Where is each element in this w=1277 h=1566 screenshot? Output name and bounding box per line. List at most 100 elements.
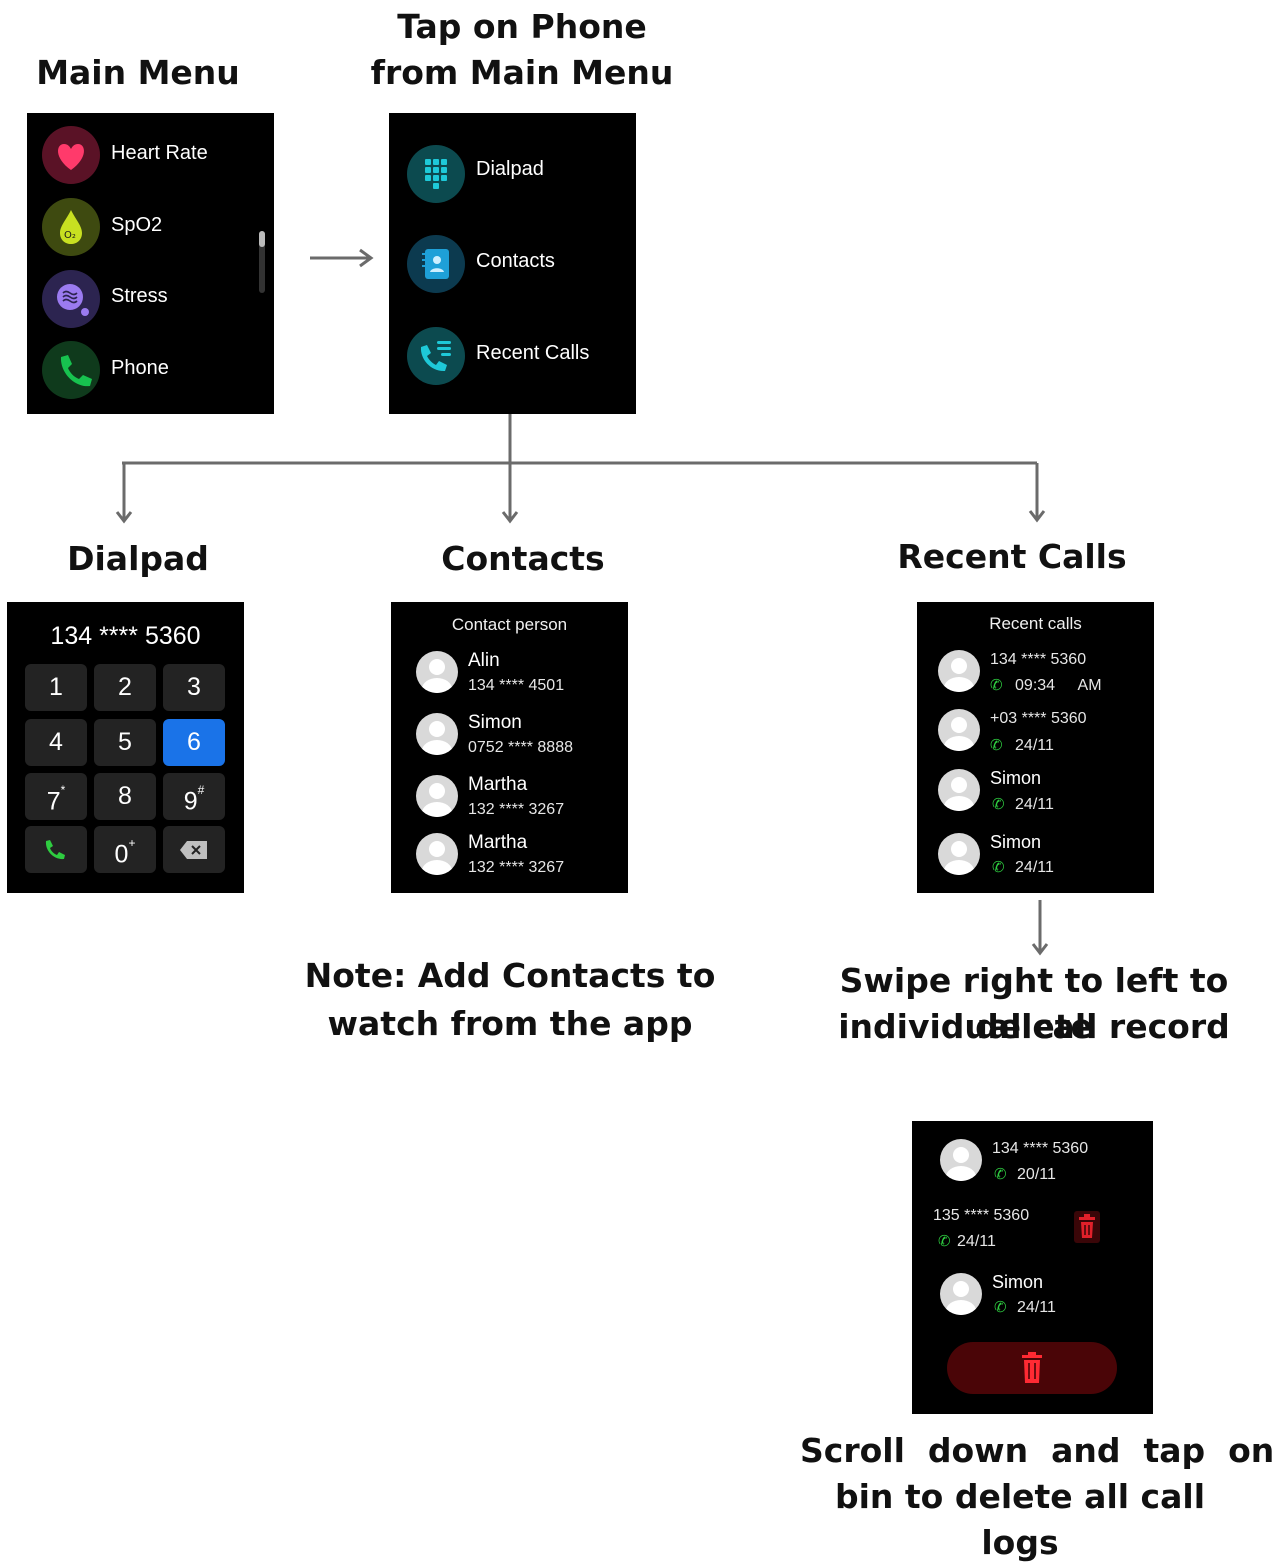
key-1[interactable]: 1: [25, 664, 87, 711]
backspace-icon: [180, 841, 207, 859]
backspace-button[interactable]: [163, 826, 225, 873]
swiped-call-row[interactable]: 135 **** 5360 ✆ 24/11: [912, 1205, 1153, 1261]
avatar: [938, 769, 980, 811]
avatar: [940, 1273, 982, 1315]
stress-icon[interactable]: [42, 270, 100, 328]
flow-arrows: [115, 248, 1049, 956]
phone-menu-screen: Dialpad Contacts Recent Calls: [389, 113, 636, 414]
scrollbar[interactable]: [259, 231, 265, 293]
incoming-call-icon: ✆: [990, 737, 1003, 754]
call-meta: ✆ 24/11: [938, 1233, 996, 1250]
call-meta: ✆ 24/11: [994, 1299, 1056, 1316]
svg-text:O₂: O₂: [64, 230, 76, 241]
recent-calls-heading: Recent Calls: [897, 537, 1127, 576]
call-button[interactable]: [25, 826, 87, 873]
phone-icon[interactable]: [42, 341, 100, 399]
contact-name: Martha: [468, 774, 528, 795]
call-meta: ✆ 20/11: [994, 1166, 1056, 1183]
contact-number: 0752 **** 8888: [468, 739, 573, 756]
contacts-heading: Contacts: [441, 539, 605, 578]
note-line2: watch from the app: [327, 1004, 693, 1043]
call-icon: [45, 840, 65, 860]
missed-call-icon: ✆: [990, 677, 1003, 694]
menu-item-phone[interactable]: Phone: [111, 357, 169, 379]
menu-item-dialpad[interactable]: Dialpad: [476, 158, 544, 180]
menu-item-recent-calls[interactable]: Recent Calls: [476, 342, 590, 364]
main-menu-screen: Heart Rate O₂ SpO2 Stress Phone: [27, 113, 274, 414]
avatar: [416, 833, 458, 875]
call-row[interactable]: Simon ✆ 24/11: [917, 831, 1154, 887]
call-contact: Simon: [990, 832, 1042, 852]
call-meta: ✆ 24/11: [992, 796, 1054, 813]
dialpad-icon[interactable]: [407, 145, 465, 203]
call-row[interactable]: Simon ✆ 24/11: [917, 767, 1154, 823]
contacts-title: Contact person: [451, 615, 568, 634]
call-number: +03 **** 5360: [990, 710, 1087, 727]
dialpad-heading: Dialpad: [67, 539, 209, 578]
key-8[interactable]: 8: [94, 773, 156, 820]
call-number: 134 **** 5360: [992, 1140, 1089, 1157]
menu-item-heart-rate[interactable]: Heart Rate: [111, 142, 208, 164]
contact-name: Martha: [468, 832, 528, 853]
avatar: [938, 709, 980, 751]
avatar: [416, 713, 458, 755]
key-4[interactable]: 4: [25, 719, 87, 766]
delete-calls-screen: 134 **** 5360 ✆ 20/11 135 **** 5360 ✆ 24…: [912, 1121, 1153, 1414]
incoming-call-icon: ✆: [994, 1166, 1007, 1183]
menu-item-stress[interactable]: Stress: [111, 285, 168, 307]
call-meta: ✆ 24/11: [990, 737, 1054, 754]
outgoing-call-icon: ✆: [994, 1299, 1007, 1316]
key-3[interactable]: 3: [163, 664, 225, 711]
key-0[interactable]: 0+: [94, 826, 156, 873]
scrollbar-thumb[interactable]: [259, 231, 265, 247]
contact-row[interactable]: Martha 132 **** 3267: [391, 772, 628, 830]
incoming-call-icon: ✆: [938, 1233, 951, 1250]
call-row[interactable]: 134 **** 5360 ✆ 09:34 AM: [917, 648, 1154, 704]
contact-number: 132 **** 3267: [468, 859, 565, 876]
avatar: [416, 651, 458, 693]
avatar: [940, 1139, 982, 1181]
contact-name: Alin: [468, 650, 500, 671]
key-9[interactable]: 9#: [163, 773, 225, 820]
recent-calls-icon[interactable]: [407, 327, 465, 385]
call-number: 135 **** 5360: [933, 1207, 1030, 1224]
menu-item-spo2[interactable]: SpO2: [111, 214, 163, 236]
tap-phone-heading-line2: from Main Menu: [370, 53, 674, 92]
oxygen-drop-icon[interactable]: O₂: [42, 198, 100, 256]
avatar: [938, 833, 980, 875]
contact-row[interactable]: Alin 134 **** 4501: [391, 648, 628, 706]
key-2[interactable]: 2: [94, 664, 156, 711]
contact-name: Simon: [468, 712, 522, 733]
call-row[interactable]: 134 **** 5360 ✆ 20/11: [912, 1137, 1153, 1193]
call-row[interactable]: +03 **** 5360 ✆ 24/11: [917, 707, 1154, 763]
contact-row[interactable]: Martha 132 **** 3267: [391, 830, 628, 888]
trash-icon: [1074, 1211, 1100, 1243]
key-5[interactable]: 5: [94, 719, 156, 766]
dialpad-screen: 134 **** 5360 1 2 3 4 5 6 7* 8 9# 0+: [7, 602, 244, 893]
call-row[interactable]: Simon ✆ 24/11: [912, 1271, 1153, 1327]
key-6[interactable]: 6: [163, 719, 225, 766]
contact-number: 132 **** 3267: [468, 801, 565, 818]
call-meta: ✆ 09:34 AM: [990, 677, 1102, 694]
delete-row-button[interactable]: [1072, 1209, 1102, 1245]
key-7[interactable]: 7*: [25, 773, 87, 820]
outgoing-call-icon: ✆: [992, 859, 1005, 876]
heart-icon[interactable]: [42, 126, 100, 184]
swipe-line1: Swipe right to left to delete: [839, 961, 1229, 1046]
contacts-screen: Contact person Alin 134 **** 4501 Simon …: [391, 602, 628, 893]
call-contact: Simon: [992, 1272, 1044, 1292]
contacts-book-icon[interactable]: [407, 235, 465, 293]
contact-number: 134 **** 4501: [468, 677, 565, 694]
recent-calls-title: Recent calls: [989, 614, 1082, 633]
note-line1: Note: Add Contacts to: [304, 956, 716, 995]
avatar: [416, 775, 458, 817]
menu-item-contacts[interactable]: Contacts: [476, 250, 555, 272]
dialed-number: 134 **** 5360: [50, 622, 201, 650]
contact-row[interactable]: Simon 0752 **** 8888: [391, 710, 628, 768]
main-menu-heading: Main Menu: [36, 53, 240, 92]
tap-phone-heading-line1: Tap on Phone: [397, 7, 647, 46]
outgoing-call-icon: ✆: [992, 796, 1005, 813]
delete-all-button[interactable]: [947, 1342, 1117, 1394]
call-contact: Simon: [990, 768, 1042, 788]
recent-calls-screen: Recent calls 134 **** 5360 ✆ 09:34 AM +0…: [917, 602, 1154, 893]
